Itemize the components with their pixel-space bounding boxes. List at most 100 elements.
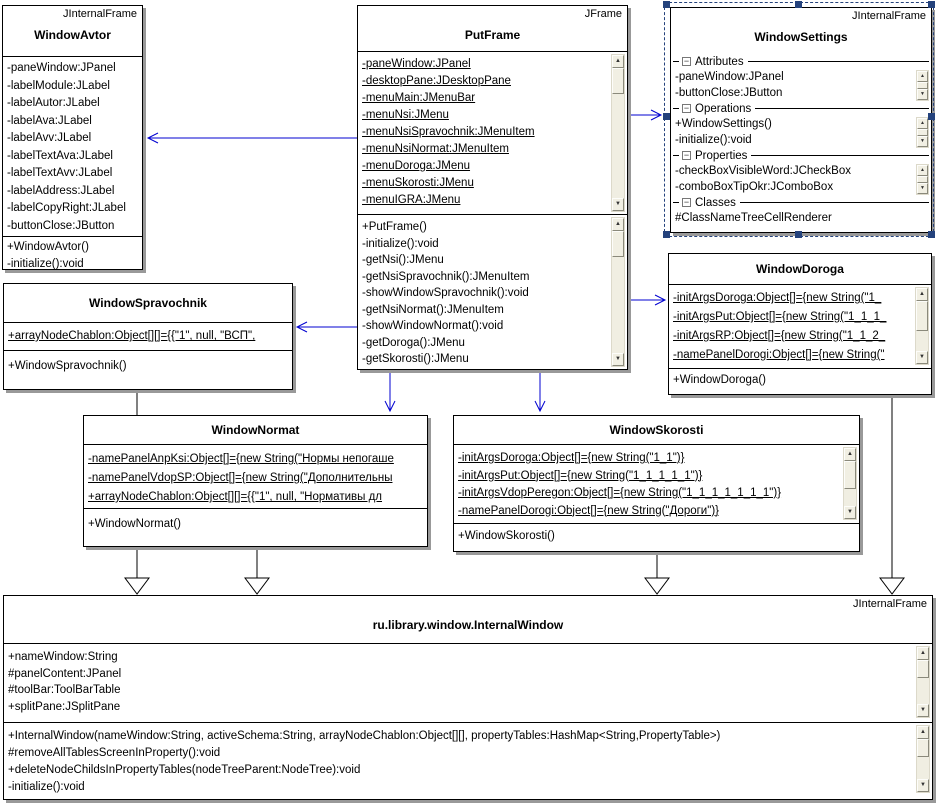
scrollbar[interactable]: ▲ ▼ (611, 217, 625, 367)
attribute: -labelTextAvv:JLabel (7, 167, 113, 179)
attribute: -checkBoxVisibleWord:JCheckBox (675, 165, 851, 177)
methods-compartment: +WindowSpravochnik() (4, 350, 292, 389)
scroll-down-button[interactable]: ▼ (612, 353, 624, 366)
title-compartment: WindowDoroga (669, 254, 931, 284)
class-name: ru.library.window.InternalWindow (372, 618, 564, 632)
dependency-putframe-to-windownormat[interactable] (384, 370, 396, 413)
scroll-up-button[interactable]: ▲ (917, 726, 929, 739)
scrollbar-track[interactable] (612, 94, 624, 198)
scroll-down-button[interactable]: ▼ (612, 198, 624, 211)
class-windowavtor[interactable]: JInternalFrame WindowAvtor -paneWindow:J… (2, 5, 143, 270)
scroll-up-button[interactable]: ▲ (917, 118, 928, 129)
scroll-up-button[interactable]: ▲ (844, 448, 856, 461)
scroll-up-button[interactable]: ▲ (917, 165, 928, 176)
selection-handle-e[interactable] (928, 113, 935, 120)
scrollbar[interactable]: ▲ ▼ (916, 70, 929, 101)
scrollbar[interactable]: ▲ ▼ (915, 287, 929, 365)
scroll-up-button[interactable]: ▲ (612, 55, 624, 68)
scrollbar[interactable]: ▲ ▼ (916, 725, 930, 793)
selection-handle-ne[interactable] (928, 1, 935, 8)
method: -initialize():void (362, 237, 439, 250)
class-windowsettings[interactable]: JInternalFrame WindowSettings − Attribut… (670, 7, 932, 233)
scroll-down-button[interactable]: ▼ (917, 136, 928, 147)
scrollbar-thumb[interactable] (917, 82, 928, 89)
method: -initialize():void (8, 781, 85, 793)
sections: − Attributes -paneWindow:JPanel -buttonC… (671, 54, 931, 226)
scrollbar[interactable]: ▲ ▼ (916, 646, 930, 718)
scroll-down-button[interactable]: ▼ (844, 506, 856, 519)
scroll-down-button[interactable]: ▼ (917, 704, 929, 717)
scrollbar-thumb[interactable] (612, 68, 624, 94)
scroll-down-button[interactable]: ▼ (917, 779, 929, 792)
scrollbar[interactable]: ▲ ▼ (916, 117, 929, 148)
selection-handle-w[interactable] (663, 113, 670, 120)
scrollbar-thumb[interactable] (916, 301, 928, 331)
selection-handle-s[interactable] (795, 231, 802, 238)
methods-compartment: +WindowNormat() (84, 508, 427, 546)
selection-handle-se[interactable] (928, 231, 935, 238)
scroll-down-button[interactable]: ▼ (917, 89, 928, 100)
attribute: -buttonClose:JButton (675, 87, 783, 99)
dependency-putframe-to-windowdoroga[interactable] (628, 294, 667, 306)
scrollbar-track[interactable] (917, 757, 929, 779)
collapse-icon[interactable]: − (682, 103, 691, 113)
scroll-up-button[interactable]: ▲ (917, 71, 928, 82)
scroll-up-button[interactable]: ▲ (612, 218, 624, 231)
class-windowskorosti[interactable]: WindowSkorosti -initArgsDoroga:Object[]=… (453, 415, 860, 552)
scrollbar-thumb[interactable] (612, 231, 624, 257)
class-name: WindowSpravochnik (89, 296, 207, 310)
selection-handle-sw[interactable] (663, 231, 670, 238)
method: +InternalWindow(nameWindow:String, activ… (8, 730, 721, 742)
scrollbar[interactable]: ▲ ▼ (916, 164, 929, 195)
scroll-down-button[interactable]: ▼ (917, 183, 928, 194)
attribute: -labelModule:JLabel (7, 79, 110, 92)
attribute: -paneWindow:JPanel (362, 58, 471, 70)
title-compartment: JInternalFrame ru.library.window.Interna… (4, 596, 932, 643)
scrollbar[interactable]: ▲ ▼ (611, 54, 625, 212)
class-internalwindow[interactable]: JInternalFrame ru.library.window.Interna… (3, 595, 933, 800)
section-header-classes[interactable]: − Classes (671, 195, 931, 210)
attribute: -labelCopyRight:JLabel (7, 202, 126, 214)
class-windownormat[interactable]: WindowNormat -namePanelAnpKsi:Object[]={… (83, 415, 428, 547)
scroll-up-button[interactable]: ▲ (917, 647, 929, 660)
scrollbar-thumb[interactable] (917, 660, 929, 678)
scrollbar-thumb[interactable] (917, 129, 928, 136)
inheritance-windowskorosti-to-internalwindow[interactable] (644, 552, 670, 595)
attribute: -initArgsDoroga:Object[]={new String("1_ (673, 292, 882, 304)
inheritance-windowdoroga-to-internalwindow[interactable] (879, 395, 905, 595)
section-header-properties[interactable]: − Properties (671, 148, 931, 163)
selection-handle-n[interactable] (795, 1, 802, 8)
class-stereotype: JInternalFrame (853, 598, 927, 610)
collapse-icon[interactable]: − (682, 150, 691, 160)
section-header-operations[interactable]: − Operations (671, 101, 931, 116)
scrollbar[interactable]: ▲ ▼ (843, 447, 857, 520)
scrollbar-track[interactable] (917, 678, 929, 704)
dependency-putframe-to-windowsettings[interactable] (628, 109, 663, 121)
scrollbar-thumb[interactable] (917, 739, 929, 757)
inheritance-windownormat-to-internalwindow[interactable] (244, 547, 270, 595)
class-name: WindowAvtor (34, 28, 111, 42)
selection-handle-nw[interactable] (663, 1, 670, 8)
method: -getDoroga():JMenu (362, 336, 465, 349)
scroll-down-button[interactable]: ▼ (916, 351, 928, 364)
collapse-icon[interactable]: − (682, 56, 691, 66)
class-putframe[interactable]: JFrame PutFrame -paneWindow:JPanel -desk… (357, 5, 628, 370)
dependency-putframe-to-windowavtor[interactable] (146, 132, 357, 144)
collapse-icon[interactable]: − (682, 197, 691, 207)
attribute: -initArgsPut:Object[]={new String("1_1_1… (458, 469, 703, 482)
scrollbar-thumb[interactable] (917, 176, 928, 183)
scrollbar-track[interactable] (612, 257, 624, 353)
scroll-up-button[interactable]: ▲ (916, 288, 928, 301)
dependency-putframe-to-windowspravochnik[interactable] (295, 321, 357, 333)
method: +WindowSpravochnik() (8, 360, 127, 372)
section-header-attributes[interactable]: − Attributes (671, 54, 931, 69)
class-windowdoroga[interactable]: WindowDoroga -initArgsDoroga:Object[]={n… (668, 253, 932, 395)
attribute: -namePanelDorogi:Object[]={new String("Д… (458, 504, 719, 517)
method: -getNsi():JMenu (362, 254, 444, 266)
scrollbar-track[interactable] (916, 331, 928, 351)
methods-compartment: +InternalWindow(nameWindow:String, activ… (4, 722, 932, 797)
scrollbar-thumb[interactable] (844, 461, 856, 489)
dependency-putframe-to-windowskorosti[interactable] (534, 370, 546, 413)
class-windowspravochnik[interactable]: WindowSpravochnik +arrayNodeChablon:Obje… (3, 283, 293, 390)
scrollbar-track[interactable] (844, 489, 856, 506)
